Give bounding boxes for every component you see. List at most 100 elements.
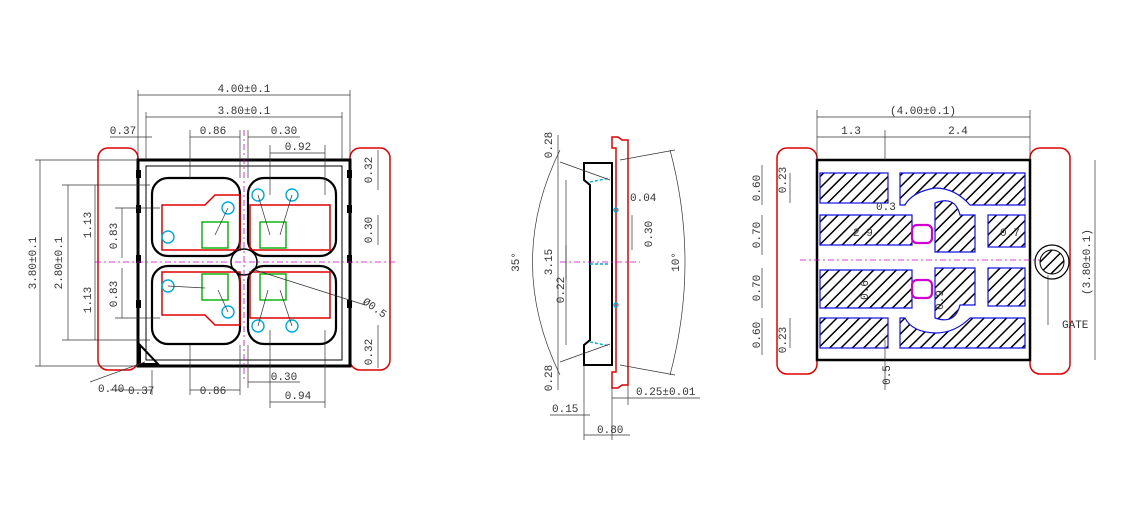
side-angle-line-1	[559, 161, 611, 181]
bottom-row2: 0.70	[752, 222, 764, 248]
pad-row4-left	[819, 317, 889, 349]
pad-row3-left	[819, 269, 913, 309]
side-mid: 0.22	[556, 277, 568, 303]
pad-row3-right	[987, 267, 1026, 307]
side-lead	[611, 136, 629, 389]
side-total-depth: 0.80	[597, 425, 623, 437]
front-notches	[136, 170, 352, 308]
bottom-view: GATE (4.00±0.1) 1.3 2.4 (3.80±0.1) 0.60 …	[752, 106, 1096, 390]
front-bottom-left-edge: 0.37	[128, 386, 154, 398]
side-lead-width: 0.30	[644, 221, 656, 247]
front-view: 4.00±0.1 3.80±0.1 0.37 0.86 0.30 0.92 0.…	[28, 84, 395, 408]
side-bottom-dims	[550, 365, 700, 440]
pad-row2-left	[819, 214, 913, 246]
front-right-mid: 0.30	[364, 217, 376, 243]
bottom-pads	[819, 172, 1026, 349]
side-angle-line-4	[619, 364, 676, 376]
pad-row2-center	[934, 200, 976, 253]
bottom-label-b: 2.9	[853, 228, 873, 240]
front-top-left-edge: 0.37	[110, 126, 136, 138]
front-overall-height: 3.80±0.1	[28, 236, 40, 289]
side-angle-left: 35°	[511, 252, 523, 272]
bottom-label-a: 0.3	[876, 202, 896, 214]
front-inner-upper: 0.83	[109, 223, 121, 249]
bond-wires	[167, 194, 293, 327]
front-right-top: 0.32	[364, 157, 376, 183]
pad-row1-right	[899, 172, 1026, 206]
bottom-row1: 0.60	[752, 175, 764, 201]
front-body-height: 2.80±0.1	[54, 236, 66, 289]
gate-ring	[1034, 244, 1070, 280]
side-height: 3.15	[544, 249, 556, 275]
front-left-dims	[35, 159, 160, 367]
bottom-label-e: 0.9	[935, 290, 947, 310]
front-body-width: 3.80±0.1	[218, 106, 271, 118]
pad-row4-right	[899, 317, 1026, 349]
side-angle-left-arc	[532, 149, 561, 376]
gate-label: GATE	[1062, 320, 1089, 332]
front-hole-dia: Ø0.5	[360, 296, 389, 321]
front-inner-lower: 0.83	[109, 281, 121, 307]
die-bottom-left	[201, 273, 229, 301]
pad-bottom-right	[249, 271, 331, 319]
side-bottom: 0.28	[544, 365, 556, 391]
front-bottom-dims	[89, 330, 326, 408]
bottom-gap-center: 0.5	[882, 365, 894, 385]
front-left-upper: 1.13	[83, 212, 95, 238]
front-bottom-pad: 0.94	[285, 391, 312, 403]
front-top-gap: 0.30	[271, 126, 297, 138]
bottom-overall-width: (4.00±0.1)	[890, 106, 956, 118]
front-top-pad: 0.92	[285, 142, 311, 154]
front-top-dims	[110, 90, 351, 195]
bottom-row4: 0.60	[752, 322, 764, 348]
pad-row1-left	[819, 172, 889, 204]
front-bottom-cavity: 0.86	[200, 386, 226, 398]
hole-leader	[254, 269, 366, 306]
bottom-overall-height: (3.80±0.1)	[1082, 229, 1094, 295]
cavity-top-right	[246, 176, 338, 258]
die-top-left	[201, 221, 229, 249]
pad-top-right	[249, 204, 331, 251]
bond-pads	[161, 188, 299, 333]
bottom-label-c: 0.7	[1000, 228, 1020, 240]
bottom-top-dims	[816, 110, 1031, 160]
front-bottom-gap: 0.30	[271, 372, 297, 384]
bottom-row4-inner: 0.23	[778, 327, 790, 353]
side-angle-line-3	[619, 149, 676, 161]
cavity-bottom-right	[246, 264, 338, 346]
side-angle-right-arc	[669, 149, 686, 376]
bottom-left-seg: 1.3	[841, 126, 861, 138]
side-angle-right: 10°	[671, 252, 683, 272]
front-chamfer-mark	[139, 342, 161, 365]
front-chamfer: 0.40	[98, 384, 124, 396]
side-view: 35° 10° 0.28 3.15 0.22 0.28 0.04 0.30 0.…	[511, 132, 700, 440]
bottom-left-dims	[761, 165, 886, 390]
pad-top-left	[161, 194, 241, 251]
via-lower	[910, 278, 934, 300]
bottom-label-d: 0.6	[860, 280, 872, 300]
die-bottom-right	[259, 273, 287, 301]
front-overall-width: 4.00±0.1	[218, 84, 271, 96]
side-foot: 0.15	[552, 404, 578, 416]
via-upper	[910, 223, 934, 245]
side-angle-line-2	[559, 343, 611, 363]
side-thickness: 0.25±0.01	[636, 387, 696, 399]
side-body	[583, 162, 613, 366]
side-top: 0.28	[544, 132, 556, 158]
side-vertical-dims	[557, 135, 633, 390]
die-top-right	[259, 221, 287, 249]
cavity-top-left	[150, 176, 242, 258]
pad-bottom-left	[161, 271, 241, 326]
pad-row2-right	[987, 214, 1026, 248]
front-left-lead	[97, 147, 139, 371]
bottom-row1-inner: 0.23	[778, 167, 790, 193]
front-top-cavity: 0.86	[200, 126, 226, 138]
gate-pad	[1039, 249, 1065, 275]
bottom-right-seg: 2.4	[948, 126, 968, 138]
front-right-bottom: 0.32	[364, 339, 376, 365]
pad-row3-center	[934, 267, 976, 321]
front-left-lower: 1.13	[83, 287, 95, 313]
bottom-row3: 0.70	[752, 275, 764, 301]
side-step: 0.04	[630, 193, 657, 205]
